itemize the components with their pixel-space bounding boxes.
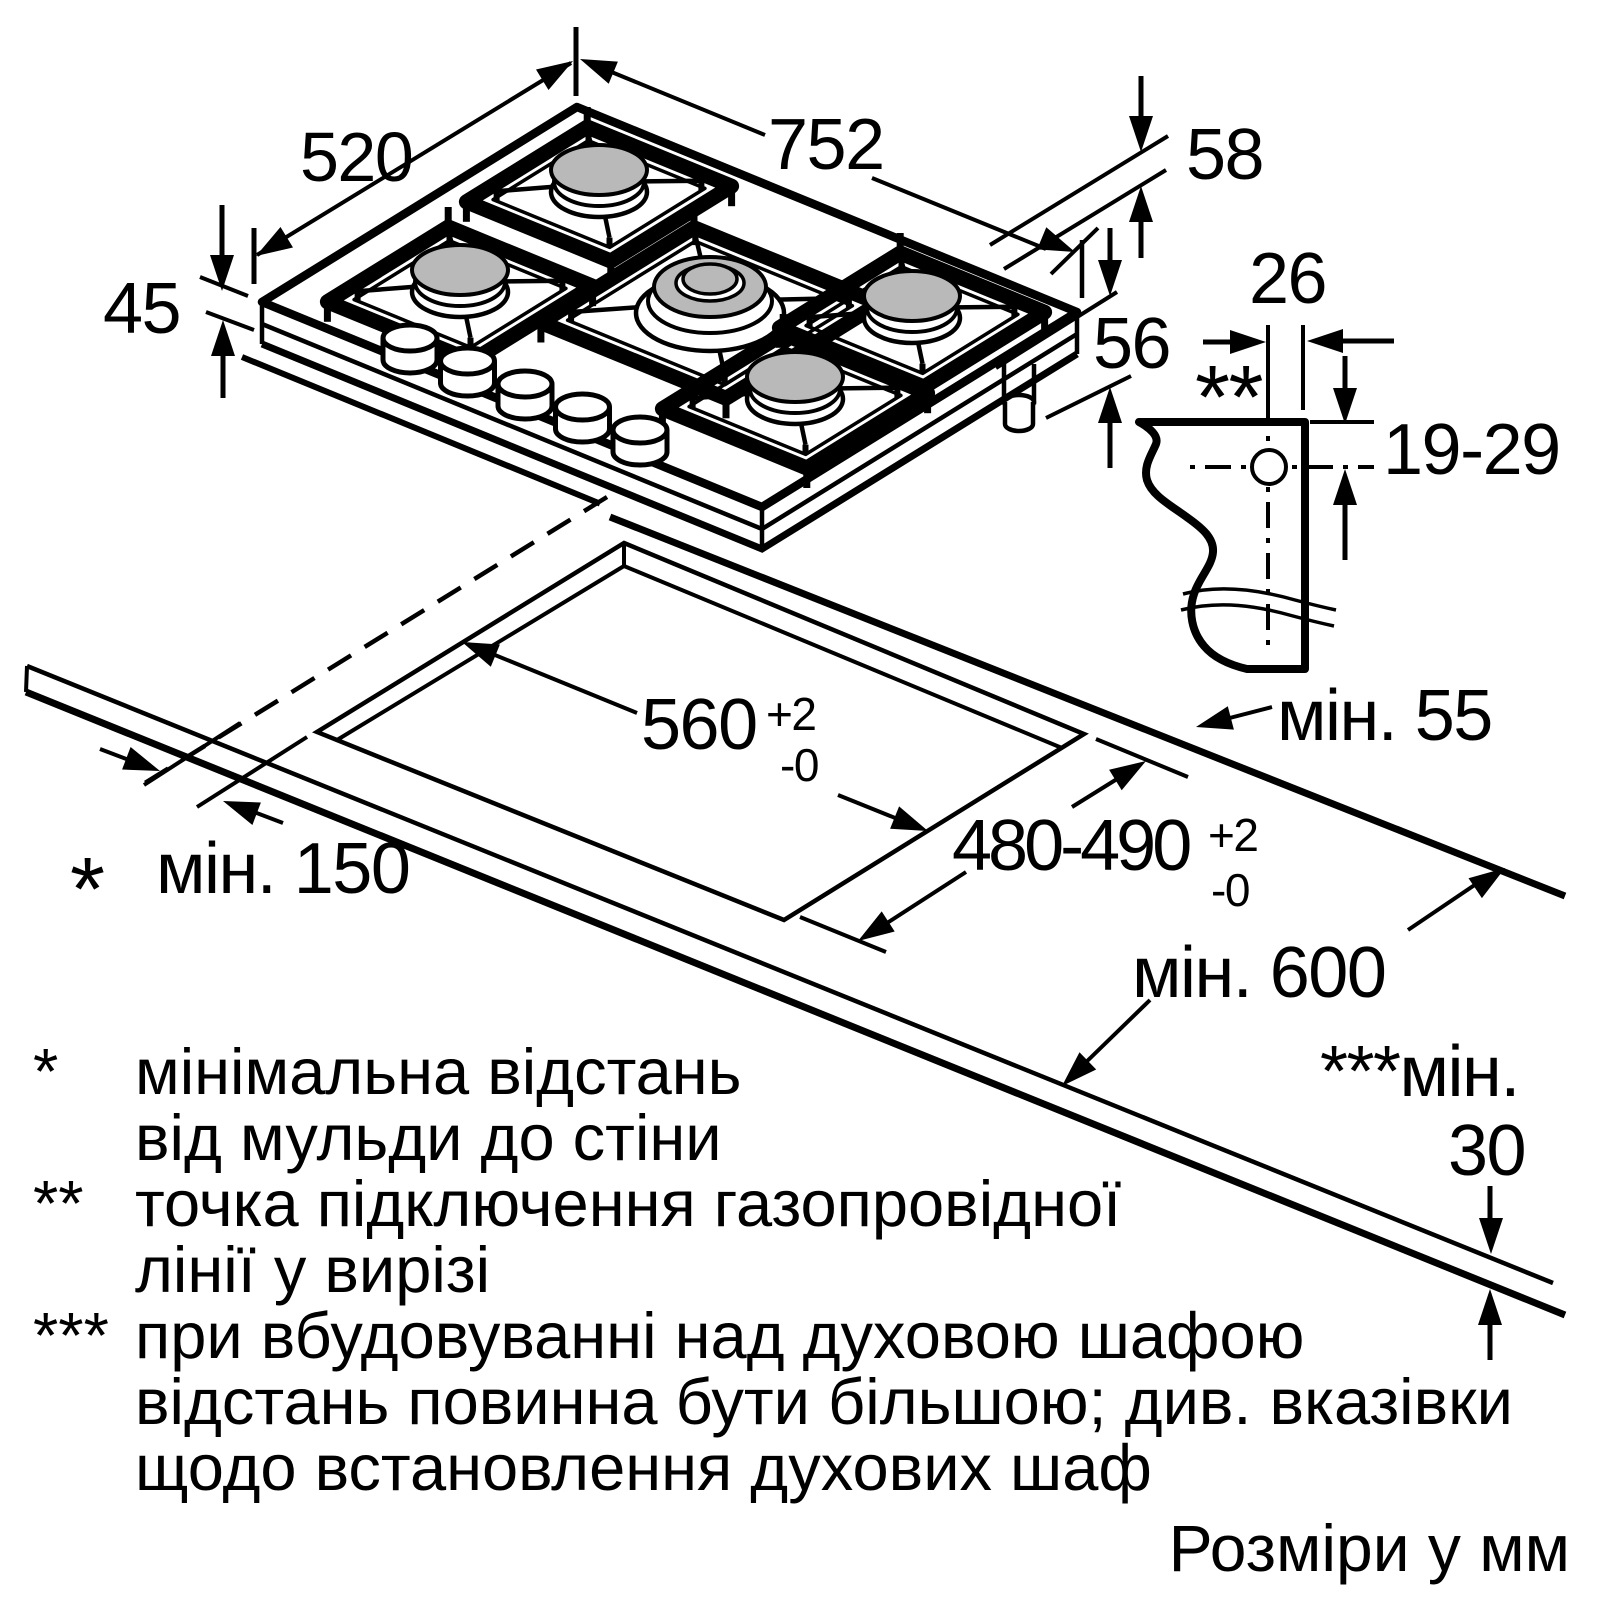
svg-text:-0: -0: [1211, 864, 1249, 916]
svg-text:Розміри у мм: Розміри у мм: [1169, 1511, 1570, 1585]
svg-text:мін. 150: мін. 150: [156, 829, 409, 909]
svg-text:45: 45: [103, 269, 180, 349]
svg-text:19-29: 19-29: [1383, 410, 1560, 490]
svg-text:520: 520: [300, 118, 412, 196]
svg-text:**: **: [33, 1167, 84, 1240]
svg-text:щодо встановлення духових шаф: щодо встановлення духових шаф: [135, 1431, 1152, 1504]
svg-text:мін. 55: мін. 55: [1277, 676, 1492, 756]
svg-text:**: **: [1195, 348, 1263, 448]
svg-text:26: 26: [1249, 239, 1326, 319]
svg-text:лінії у вирізі: лінії у вирізі: [135, 1233, 490, 1306]
svg-text:***: ***: [33, 1299, 109, 1372]
svg-text:30: 30: [1448, 1111, 1525, 1191]
svg-text:відстань повинна бути більшою;: відстань повинна бути більшою; див. вказ…: [135, 1365, 1513, 1438]
svg-text:***мін.: ***мін.: [1320, 1032, 1519, 1112]
svg-text:мін. 600: мін. 600: [1132, 933, 1385, 1013]
svg-text:56: 56: [1093, 304, 1170, 384]
svg-text:560: 560: [641, 685, 757, 765]
svg-text:*: *: [33, 1035, 58, 1108]
svg-text:+2: +2: [766, 688, 815, 740]
svg-text:при вбудовуванні над духовою ш: при вбудовуванні над духовою шафою: [135, 1299, 1304, 1372]
svg-text:точка підключення газопровідно: точка підключення газопровідної: [135, 1167, 1121, 1240]
svg-text:58: 58: [1186, 115, 1263, 195]
svg-text:+2: +2: [1208, 809, 1257, 861]
svg-text:мінімальна відстань: мінімальна відстань: [135, 1035, 742, 1108]
svg-text:від мульди до стіни: від мульди до стіни: [135, 1101, 722, 1174]
svg-text:*: *: [70, 840, 104, 940]
svg-text:480-490: 480-490: [952, 806, 1190, 886]
svg-text:752: 752: [768, 105, 884, 185]
svg-text:-0: -0: [780, 739, 818, 791]
